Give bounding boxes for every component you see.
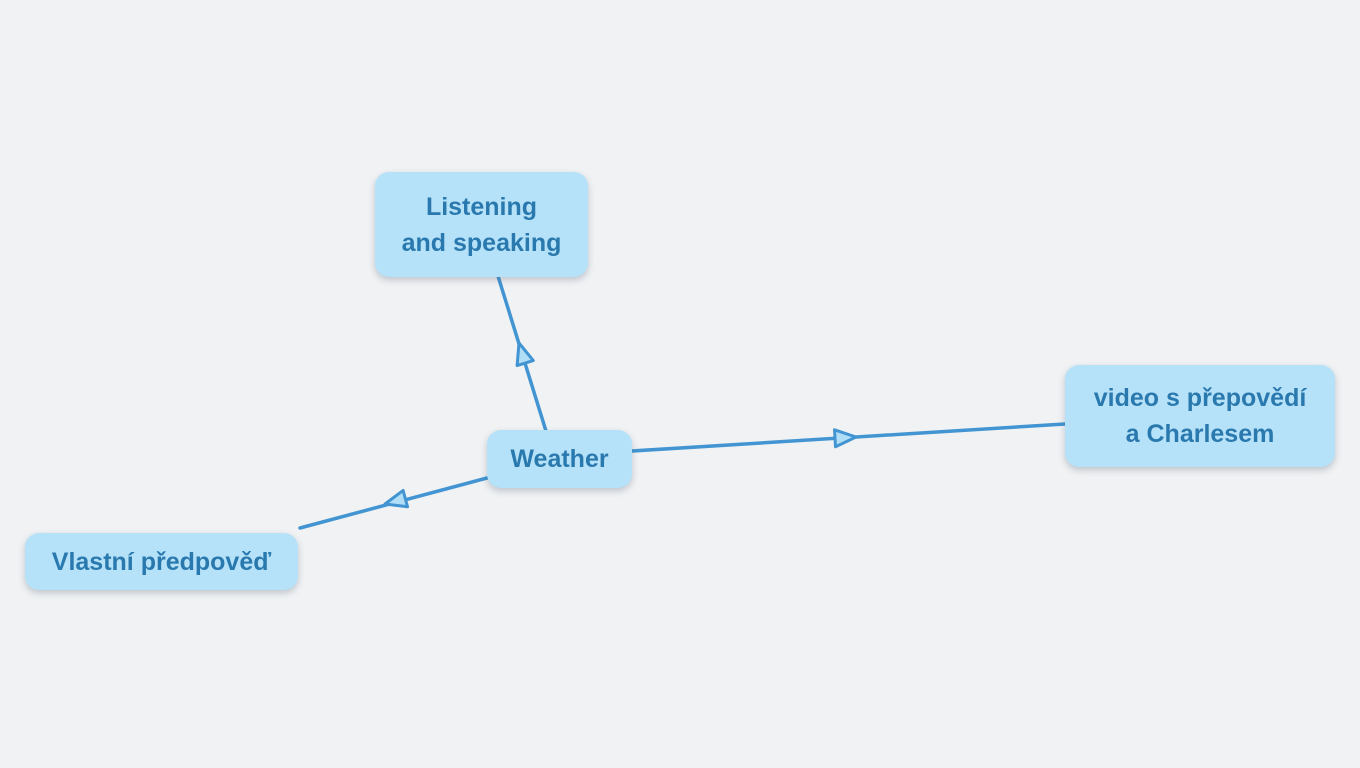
node-vlastni-label: Vlastní předpověď: [51, 547, 272, 576]
arrowhead-weather-listening: [515, 341, 535, 368]
node-listening-label: Listening and speaking: [401, 192, 562, 257]
node-video-label: video s přepovědí a Charlesem: [1093, 384, 1307, 448]
node-weather-label: Weather: [510, 445, 609, 473]
node-weather[interactable]: Weather: [487, 430, 632, 488]
edge-weather-vlastni: [298, 476, 489, 530]
arrowhead-weather-vlastni: [383, 488, 409, 509]
node-video-s-prepovedi[interactable]: video s přepovědí a Charlesem: [1065, 365, 1335, 467]
edge-weather-video: [630, 422, 1067, 453]
edge-weather-listening: [496, 274, 548, 433]
node-vlastni-predpoved[interactable]: Vlastní předpověď: [25, 533, 298, 590]
node-listening-and-speaking[interactable]: Listening and speaking: [375, 172, 588, 277]
arrowhead-weather-video: [833, 428, 858, 449]
